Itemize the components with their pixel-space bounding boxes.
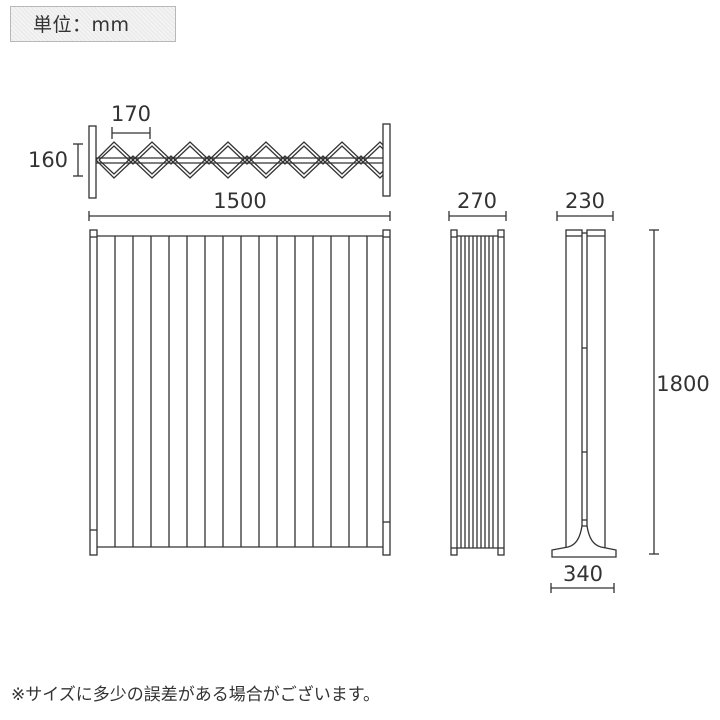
top-view	[88, 123, 391, 199]
dim-1800-lines	[649, 229, 659, 555]
top-end-post-right	[382, 123, 391, 197]
unit-label: 単位：mm	[10, 6, 176, 42]
dim-340-label: 340	[563, 562, 603, 586]
dim-270-label: 270	[457, 189, 497, 213]
folded-post-left	[450, 229, 458, 556]
folded-view	[450, 229, 505, 556]
dim-270-lines	[448, 211, 507, 221]
folded-post-right	[497, 229, 505, 556]
dim-1800-label: 1800	[656, 372, 709, 396]
footnote: ※サイズに多少の誤差がある場合がございます。	[11, 685, 381, 705]
top-end-post-left	[88, 125, 97, 199]
front-post-left	[89, 229, 98, 556]
front-post-right	[382, 229, 391, 556]
dim-230-lines	[556, 211, 614, 221]
dim-340-lines	[550, 583, 615, 593]
side-base	[551, 525, 617, 558]
side-post-right	[586, 229, 606, 549]
dim-230-label: 230	[565, 189, 605, 213]
dim-170-lines	[111, 127, 151, 139]
dim-170-label: 170	[111, 102, 151, 126]
side-post-left	[565, 229, 583, 549]
dim-160-label: 160	[28, 148, 68, 172]
side-view	[551, 229, 617, 558]
dim-1500-lines	[88, 211, 391, 221]
dim-160-lines	[73, 143, 83, 177]
dim-1500-label: 1500	[213, 189, 266, 213]
front-view	[89, 229, 391, 556]
lattice-lower	[95, 159, 384, 179]
